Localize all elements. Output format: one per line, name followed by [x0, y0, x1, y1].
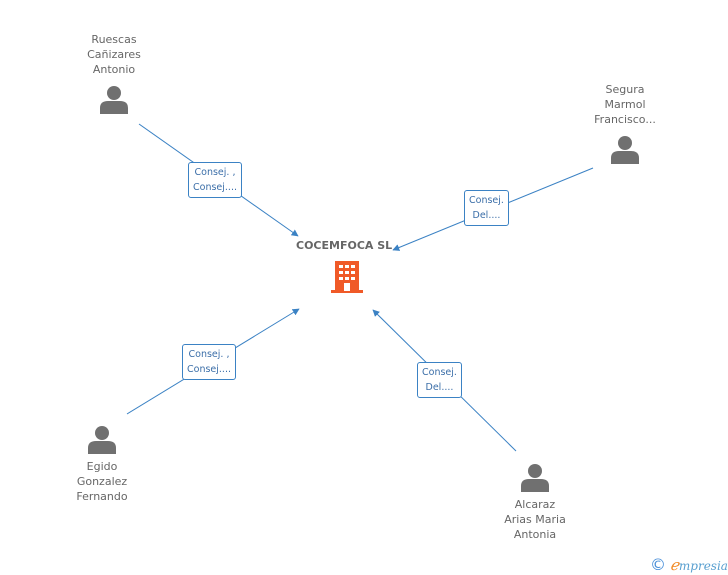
person-icon: [88, 426, 116, 454]
person-name-line: Marmol: [604, 98, 646, 111]
relation-label-line: Consej.: [422, 367, 457, 378]
person-node-ruescas[interactable]: Ruescas Cañizares Antonio: [64, 32, 164, 115]
person-name-line: Ruescas: [91, 33, 137, 46]
person-icon: [100, 86, 128, 114]
relation-label-line: Consej....: [193, 182, 237, 193]
person-name-line: Cañizares: [87, 48, 141, 61]
copyright-brand: © ℯmpresia: [650, 556, 728, 574]
relation-label-line: Consej....: [187, 364, 231, 375]
copyright-icon: ©: [650, 555, 666, 574]
person-node-segura[interactable]: Segura Marmol Francisco...: [575, 82, 675, 165]
building-icon[interactable]: [331, 259, 363, 294]
person-name-line: Segura: [605, 83, 645, 96]
relation-label-segura[interactable]: Consej. Del....: [464, 190, 509, 226]
person-icon: [611, 136, 639, 164]
relation-label-line: Consej. ,: [188, 349, 230, 360]
person-name-line: Francisco...: [594, 113, 656, 126]
relation-label-line: Del....: [472, 210, 501, 221]
person-name-line: Egido: [86, 460, 118, 473]
person-icon: [521, 464, 549, 492]
brand-text: mpresia: [678, 559, 728, 573]
person-node-alcaraz[interactable]: Alcaraz Arias Maria Antonia: [485, 463, 585, 542]
relation-label-line: Del....: [425, 382, 454, 393]
person-name-line: Gonzalez: [76, 475, 128, 488]
person-node-egido[interactable]: Egido Gonzalez Fernando: [52, 425, 152, 504]
person-name-line: Fernando: [76, 490, 128, 503]
brand-initial: ℯ: [670, 556, 679, 574]
person-name-line: Alcaraz: [514, 498, 556, 511]
relation-label-line: Consej. ,: [194, 167, 236, 178]
relation-label-ruescas[interactable]: Consej. , Consej....: [188, 162, 242, 198]
brand-logo[interactable]: ℯmpresia: [670, 556, 728, 574]
relation-label-alcaraz[interactable]: Consej. Del....: [417, 362, 462, 398]
company-name[interactable]: COCEMFOCA SL: [296, 239, 393, 252]
person-name-line: Arias Maria: [504, 513, 566, 526]
person-name-line: Antonio: [92, 63, 136, 76]
person-name-line: Antonia: [513, 528, 557, 541]
relation-label-egido[interactable]: Consej. , Consej....: [182, 344, 236, 380]
relation-label-line: Consej.: [469, 195, 504, 206]
